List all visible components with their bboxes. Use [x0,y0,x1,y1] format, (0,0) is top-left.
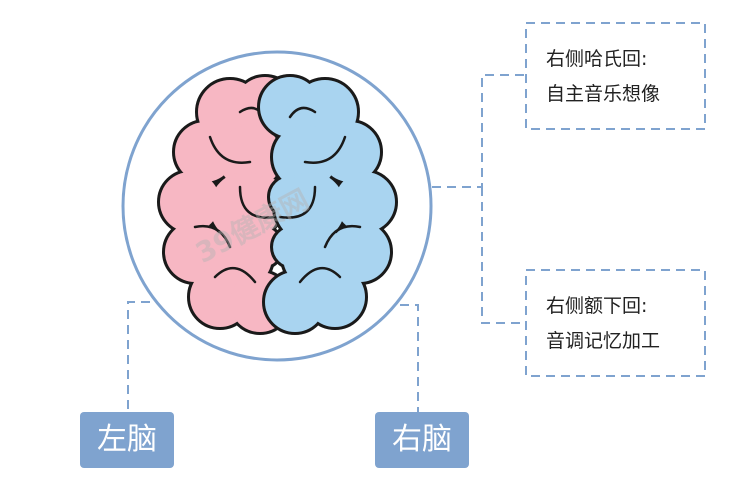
connector-lines [127,22,706,412]
info-box-text: 音调记忆加工 [546,330,661,352]
info-box-hippocampal: 右侧哈氏回: 自主音乐想像 [526,23,705,129]
left-brain-label: 左脑 [80,412,174,468]
info-box-title: 右侧哈氏回: [546,48,648,70]
right-brain-hemisphere [260,77,395,332]
info-box-title: 右侧额下回: [546,295,648,317]
right-brain-label: 右脑 [375,412,469,468]
info-box-inferior-frontal: 右侧额下回: 音调记忆加工 [526,270,705,376]
info-box-text: 自主音乐想像 [546,83,661,105]
